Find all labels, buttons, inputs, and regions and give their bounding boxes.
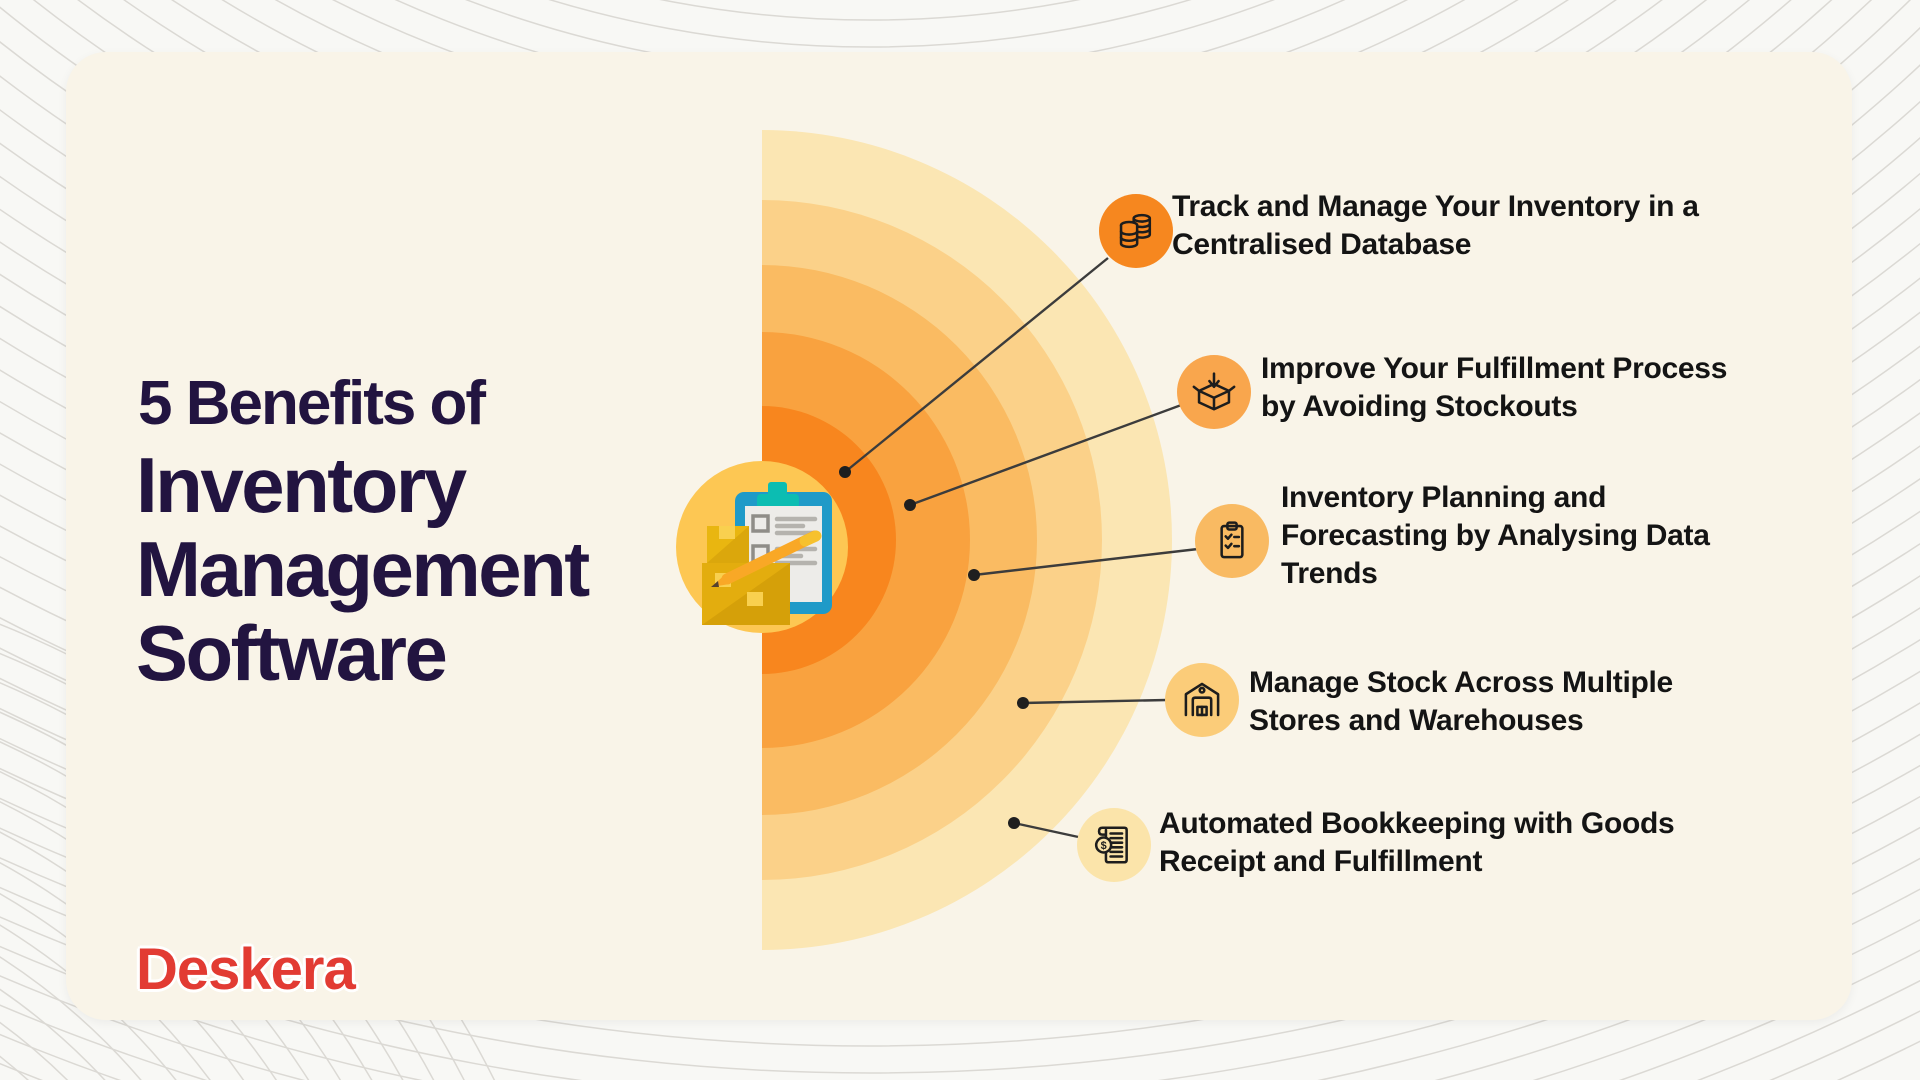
svg-text:$: $ bbox=[1101, 840, 1107, 852]
benefit-3-line-2: Forecasting by Analysing Data bbox=[1281, 519, 1710, 552]
database-icon bbox=[1099, 194, 1173, 268]
benefit-3-line-1: Inventory Planning and bbox=[1281, 481, 1607, 514]
clipboard-checklist-icon bbox=[1195, 504, 1269, 578]
benefit-text-5: Automated Bookkeeping with Goods Receipt… bbox=[1159, 805, 1675, 881]
title-line-1: Inventory bbox=[136, 441, 467, 529]
benefit-5-line-1: Automated Bookkeeping with Goods bbox=[1159, 807, 1675, 840]
page-title: Inventory Management Software bbox=[136, 441, 590, 697]
title-kicker: 5 Benefits of bbox=[138, 369, 486, 438]
benefit-5-line-2: Receipt and Fulfillment bbox=[1159, 845, 1483, 878]
open-box-icon bbox=[1177, 355, 1251, 429]
title-line-3: Software bbox=[136, 609, 448, 697]
benefit-text-2: Improve Your Fulfillment Process by Avoi… bbox=[1261, 350, 1727, 426]
benefit-text-1: Track and Manage Your Inventory in a Cen… bbox=[1172, 188, 1699, 264]
benefit-3-line-3: Trends bbox=[1281, 557, 1378, 590]
deskera-logo: Deskera bbox=[136, 937, 356, 1002]
benefit-4-line-1: Manage Stock Across Multiple bbox=[1249, 666, 1673, 699]
warehouse-icon bbox=[1165, 663, 1239, 737]
benefit-1-line-1: Track and Manage Your Inventory in a bbox=[1172, 190, 1699, 223]
title-line-2: Management bbox=[136, 525, 590, 613]
benefit-text-3: Inventory Planning and Forecasting by An… bbox=[1281, 479, 1710, 593]
benefit-2-line-2: by Avoiding Stockouts bbox=[1261, 390, 1578, 423]
benefit-2-line-1: Improve Your Fulfillment Process bbox=[1261, 352, 1728, 385]
benefit-text-4: Manage Stock Across Multiple Stores and … bbox=[1249, 664, 1673, 740]
benefit-1-line-2: Centralised Database bbox=[1172, 228, 1472, 261]
receipt-dollar-icon: $ bbox=[1077, 808, 1151, 882]
benefit-4-line-2: Stores and Warehouses bbox=[1249, 704, 1584, 737]
